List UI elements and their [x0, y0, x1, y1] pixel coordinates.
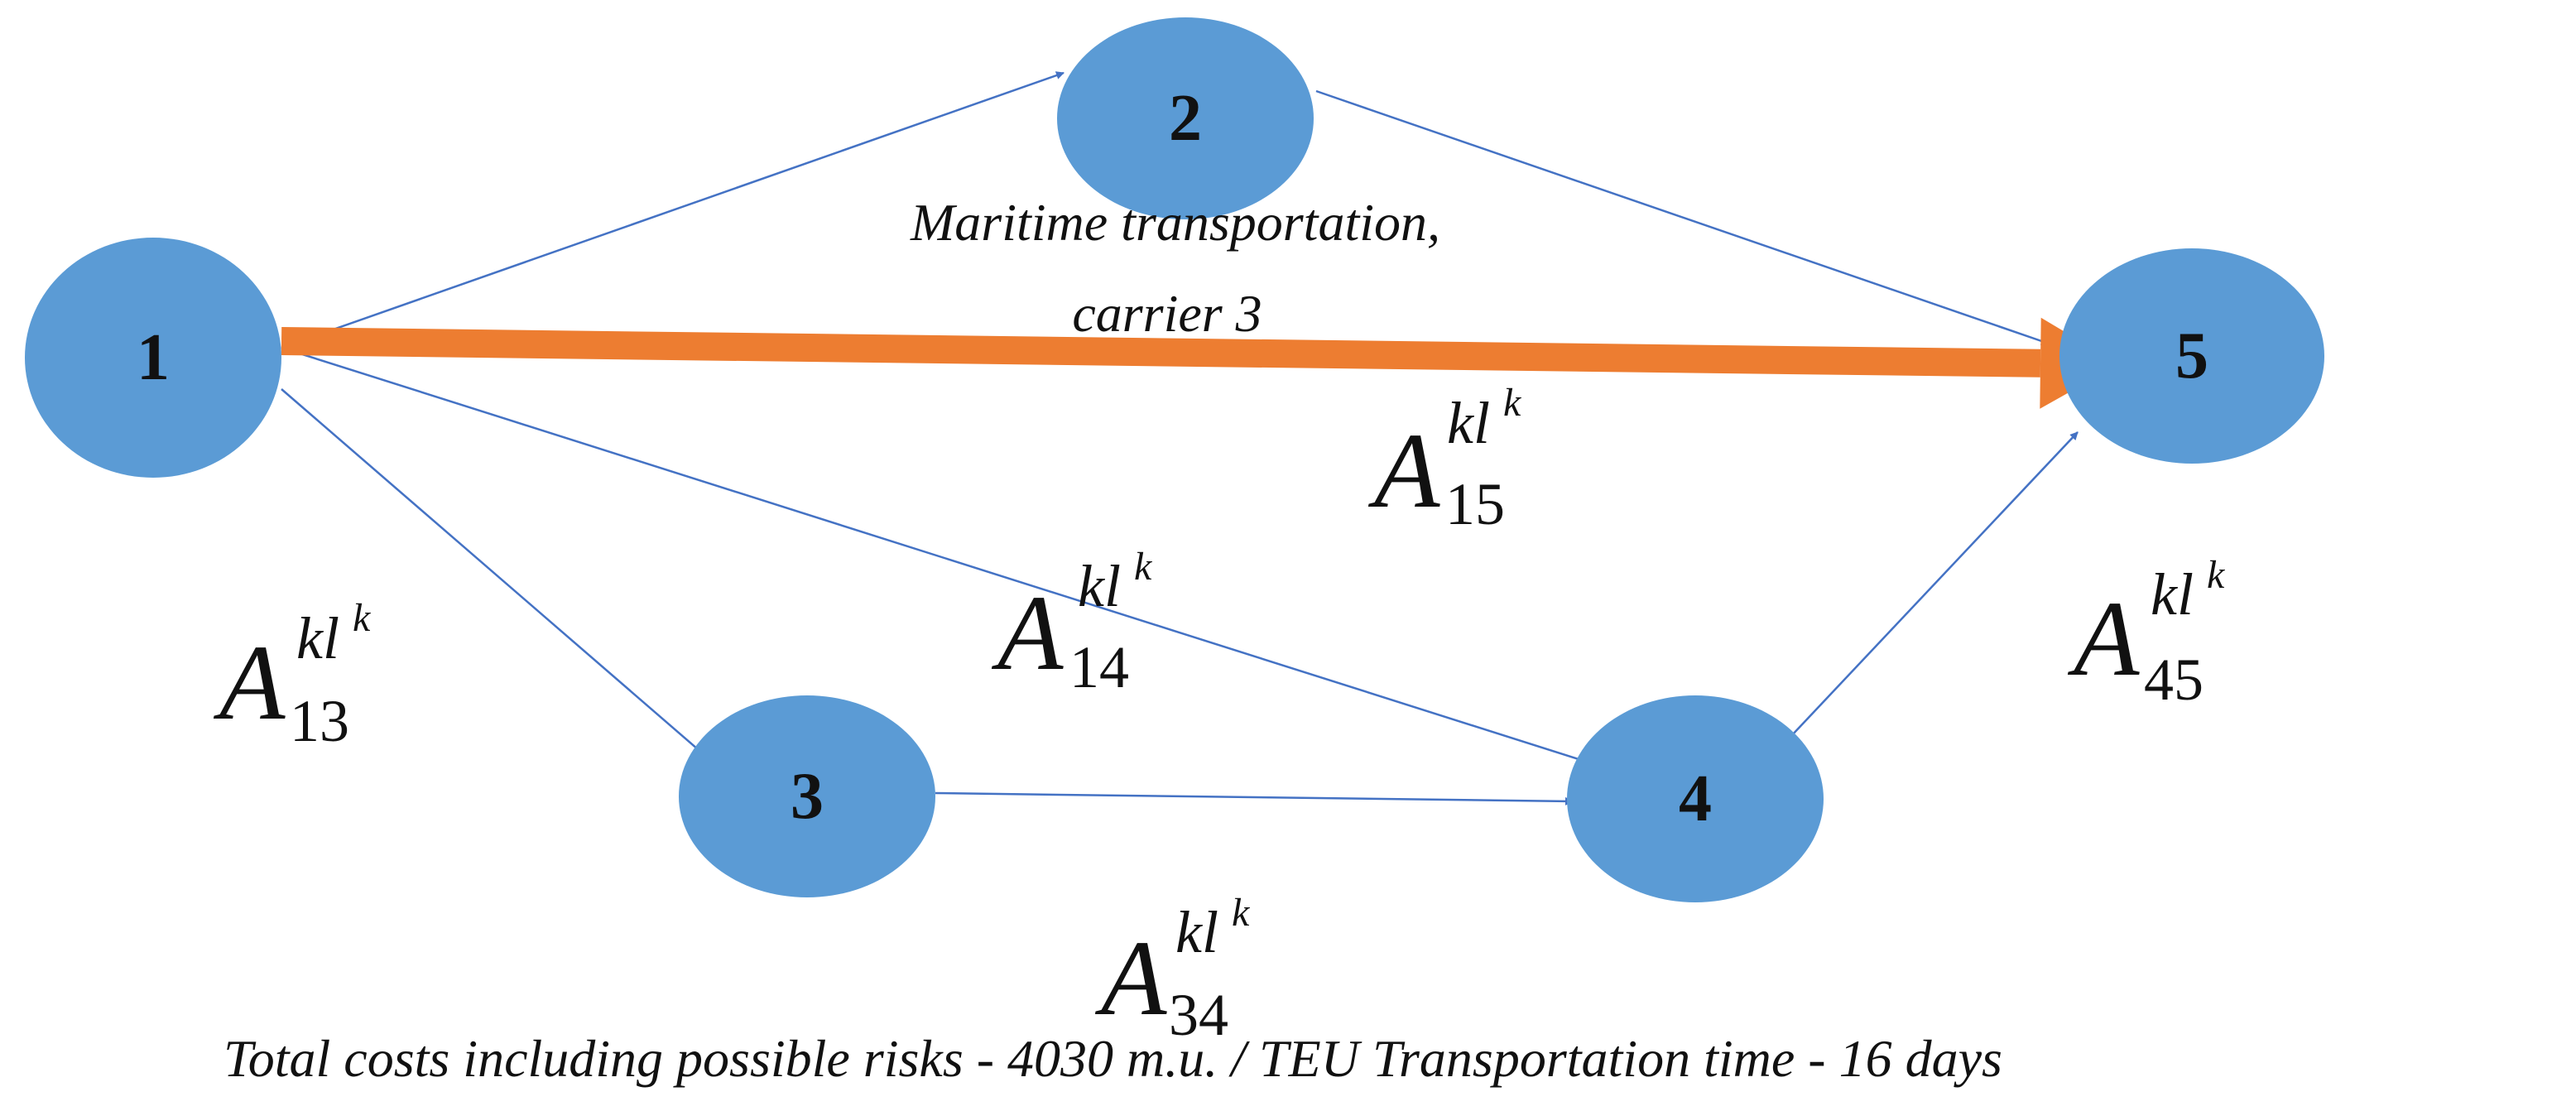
arc-label-a15-main: A: [1367, 411, 1440, 531]
arc-label-a13-sup: kl: [296, 605, 339, 671]
edge-2-5: [1315, 89, 2050, 345]
node-1: 1: [25, 238, 281, 478]
arc-label-a45-main: A: [2067, 580, 2140, 699]
route-label-line2: carrier 3: [1072, 284, 1262, 343]
arc-label-a34: A kl k 34: [1094, 891, 1251, 1048]
arc-label-a14-main: A: [991, 574, 1064, 693]
node-1-circle: [25, 238, 281, 478]
node-2-circle: [1057, 17, 1314, 219]
edge-3-4: [935, 791, 1574, 806]
node-5-label: 5: [2175, 320, 2208, 392]
footer-summary: Total costs including possible risks - 4…: [223, 1029, 2002, 1088]
arc-label-a14: A kl k 14: [991, 545, 1153, 700]
edge-1-5-highlight: [281, 327, 2041, 378]
arc-label-a14-supsup: k: [1134, 545, 1153, 589]
arc-label-a13-main: A: [213, 623, 286, 743]
arc-label-a14-sup: kl: [1078, 553, 1121, 619]
arc-label-a45: A kl k 45: [2067, 553, 2226, 713]
node-5-circle: [2059, 248, 2324, 464]
arc-label-a13-supsup: k: [353, 596, 372, 640]
edges-layer: [281, 71, 2079, 806]
route-label-line1: Maritime transportation,: [910, 193, 1440, 252]
node-3-circle: [679, 695, 935, 897]
node-4-circle: [1567, 695, 1824, 902]
edge-1-3: [281, 388, 711, 761]
node-2: 2: [1057, 17, 1314, 219]
arc-label-a15: A kl k 15: [1367, 381, 1522, 537]
node-2-label: 2: [1169, 82, 1202, 155]
arc-label-a13: A kl k 13: [213, 596, 372, 754]
node-1-label: 1: [137, 321, 170, 394]
edge-4-5: [1762, 431, 2079, 767]
arc-label-a34-sub: 34: [1169, 982, 1228, 1048]
node-5: 5: [2059, 248, 2324, 464]
arc-label-a45-sup: kl: [2151, 561, 2194, 628]
arc-label-a15-sub: 15: [1445, 471, 1505, 537]
node-3-label: 3: [791, 760, 824, 833]
arc-label-a14-sub: 14: [1069, 634, 1129, 700]
node-4-label: 4: [1679, 762, 1712, 835]
arc-label-a15-sup: kl: [1447, 390, 1490, 456]
arc-label-a34-sup: kl: [1175, 899, 1218, 965]
arc-label-a45-sub: 45: [2144, 647, 2204, 713]
arc-label-a15-supsup: k: [1503, 381, 1522, 425]
arc-label-a34-main: A: [1094, 919, 1167, 1038]
arc-label-a34-supsup: k: [1232, 891, 1251, 935]
node-3: 3: [679, 695, 935, 897]
edge-1-2: [281, 71, 1065, 349]
arc-label-a45-supsup: k: [2207, 553, 2226, 597]
edge-1-4: [281, 346, 1613, 772]
arc-label-a13-sub: 13: [290, 688, 349, 754]
node-4: 4: [1567, 695, 1824, 902]
